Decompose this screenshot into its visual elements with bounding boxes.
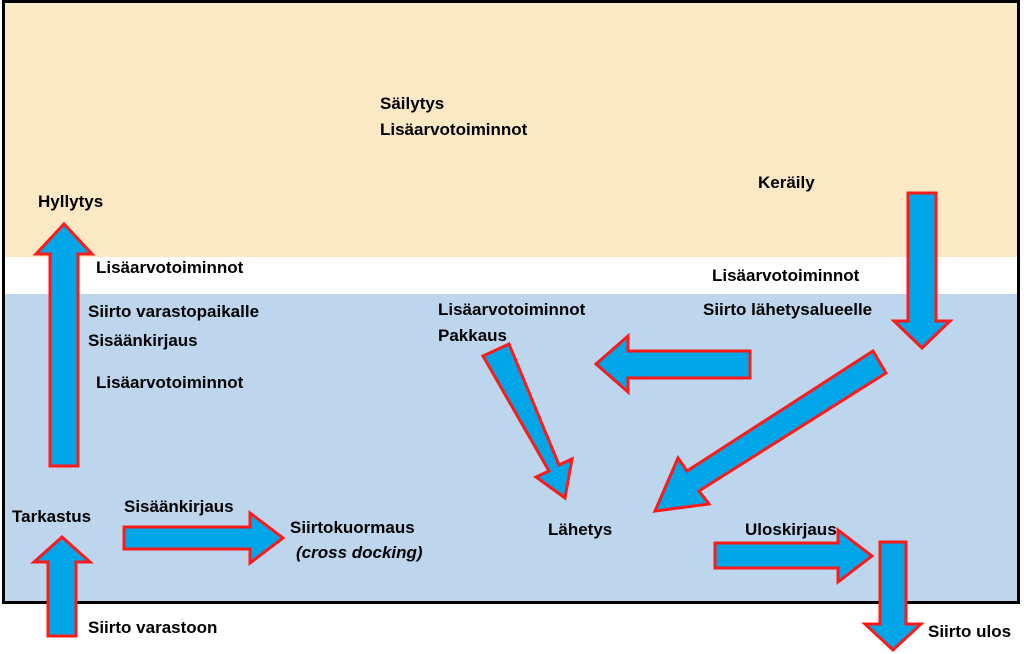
label-move-to-shipping-area: Siirto lähetysalueelle [703, 300, 873, 319]
label-value-added-storage: Lisäarvotoiminnot [380, 120, 528, 139]
label-value-added-band-left: Lisäarvotoiminnot [96, 258, 244, 277]
arrow-up-putaway [32, 221, 96, 468]
arrow-up-receiving [30, 534, 94, 638]
label-value-added-band-right: Lisäarvotoiminnot [712, 266, 860, 285]
label-check-out: Uloskirjaus [745, 520, 837, 539]
label-packing: Pakkaus [438, 326, 507, 345]
label-move-to-warehouse: Siirto varastoon [88, 618, 218, 637]
label-check-in-left: Sisäänkirjaus [88, 331, 198, 350]
label-putaway: Hyllytys [38, 192, 104, 211]
storage-zone [2, 0, 1020, 257]
arrow-diagonal-packing-to-shipping [480, 341, 574, 501]
label-picking: Keräily [758, 173, 815, 192]
arrow-down-picking [890, 191, 954, 351]
label-storage: Säilytys [380, 94, 445, 113]
label-move-out: Siirto ulos [928, 622, 1012, 641]
arrow-right-dispatch [713, 526, 875, 586]
transition-band [2, 257, 1020, 294]
label-shipping: Lähetys [548, 520, 613, 539]
label-check-in-bottom: Sisäänkirjaus [124, 497, 234, 516]
label-cross-docking: (cross docking) [296, 543, 423, 562]
label-value-added-left-lower: Lisäarvotoiminnot [96, 373, 244, 392]
arrow-down-exit [861, 540, 925, 653]
label-move-to-location: Siirto varastopaikalle [88, 302, 260, 321]
label-cross-loading: Siirtokuormaus [290, 518, 415, 537]
arrow-left-packing [593, 332, 752, 396]
arrow-diagonal-to-shipping [652, 348, 889, 513]
arrow-right-crossdock [122, 509, 286, 567]
label-value-added-packing: Lisäarvotoiminnot [438, 300, 586, 319]
label-inspection: Tarkastus [12, 507, 92, 526]
